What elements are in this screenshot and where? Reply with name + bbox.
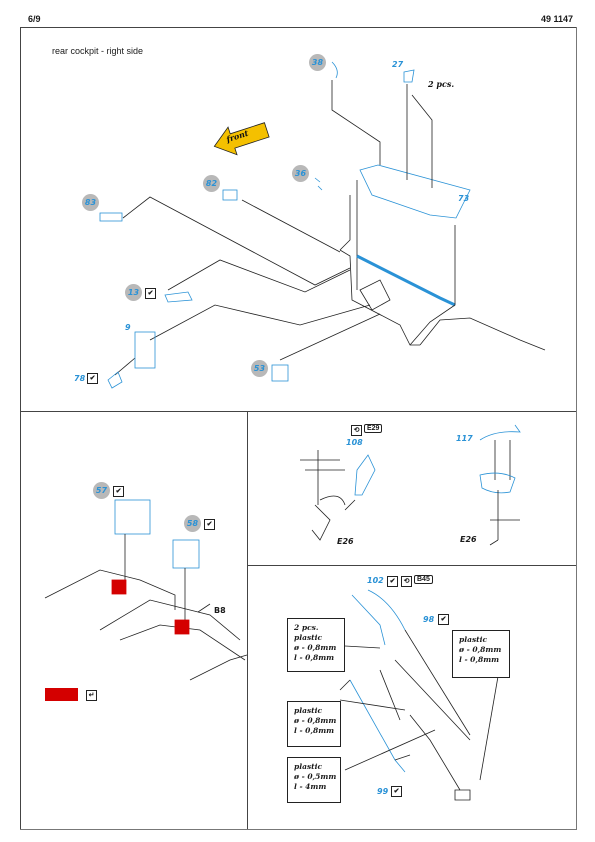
page-number: 6/9 bbox=[28, 14, 41, 24]
note-line: ø - 0,8mm bbox=[294, 643, 337, 652]
part-number-27: 27 bbox=[392, 60, 404, 69]
label-e26-right: E26 bbox=[460, 535, 477, 544]
glue-check-icon: ✔ bbox=[87, 373, 98, 384]
note-plastic-4: plastic ø - 0,5mm l - 4mm bbox=[287, 757, 341, 803]
bend-icon: ⟲ bbox=[401, 576, 412, 587]
note-line: l - 0,8mm bbox=[294, 726, 335, 735]
glue-check-icon: ✔ bbox=[387, 576, 398, 587]
ref-e29: E29 bbox=[364, 424, 383, 433]
glue-check-icon: ✔ bbox=[113, 486, 124, 497]
left-divider bbox=[20, 27, 21, 829]
note-line: l - 0,8mm bbox=[294, 653, 335, 662]
part-number-99: 99 bbox=[377, 787, 389, 796]
column-divider bbox=[247, 411, 248, 829]
part-badge-38: 38 bbox=[309, 54, 326, 71]
callout-label-b8: B8 bbox=[214, 606, 226, 615]
top-divider bbox=[20, 27, 576, 28]
note-plastic-1: 2 pcs. plastic ø - 0,8mm l - 0,8mm bbox=[287, 618, 345, 672]
part-badge-58: 58 bbox=[184, 515, 201, 532]
part-number-108: 108 bbox=[346, 438, 363, 447]
bend-icon: ⟲ bbox=[351, 425, 362, 436]
part-badge-53: 53 bbox=[251, 360, 268, 377]
page-frame bbox=[20, 27, 577, 830]
note-line: 2 pcs. bbox=[294, 623, 319, 632]
part-number-98: 98 bbox=[423, 615, 435, 624]
paint-color-swatch bbox=[45, 688, 78, 701]
note-line: ø - 0,8mm bbox=[459, 645, 502, 654]
ref-b45: B45 bbox=[414, 575, 433, 584]
note-line: plastic bbox=[294, 762, 323, 771]
part-number-78: 78 bbox=[74, 374, 86, 383]
part-badge-83: 83 bbox=[82, 194, 99, 211]
note-line: ø - 0,5mm bbox=[294, 772, 337, 781]
right-section-divider bbox=[247, 565, 576, 566]
part-badge-13: 13 bbox=[125, 284, 142, 301]
pieces-note: 2 pcs. bbox=[428, 79, 455, 89]
part-number-9: 9 bbox=[125, 323, 131, 332]
glue-check-icon: ✔ bbox=[145, 288, 156, 299]
kit-code: 49 1147 bbox=[540, 14, 573, 24]
label-e26-left: E26 bbox=[337, 537, 354, 546]
glue-check-icon: ✔ bbox=[204, 519, 215, 530]
part-number-102: 102 bbox=[367, 576, 384, 585]
paint-legend-icon: ↵ bbox=[86, 690, 97, 701]
section-subtitle: rear cockpit - right side bbox=[52, 46, 144, 56]
section-divider bbox=[20, 411, 576, 412]
part-badge-36: 36 bbox=[292, 165, 309, 182]
part-number-73: 73 bbox=[458, 194, 470, 203]
note-line: ø - 0,8mm bbox=[294, 716, 337, 725]
note-line: plastic bbox=[459, 635, 488, 644]
note-plastic-3: plastic ø - 0,8mm l - 0,8mm bbox=[287, 701, 341, 747]
note-line: l - 4mm bbox=[294, 782, 327, 791]
part-badge-82: 82 bbox=[203, 175, 220, 192]
note-plastic-2: plastic ø - 0,8mm l - 0,8mm bbox=[452, 630, 510, 678]
note-line: plastic bbox=[294, 706, 323, 715]
note-line: l - 0,8mm bbox=[459, 655, 500, 664]
part-badge-57: 57 bbox=[93, 482, 110, 499]
part-number-117: 117 bbox=[456, 434, 473, 443]
note-line: plastic bbox=[294, 633, 323, 642]
glue-check-icon: ✔ bbox=[438, 614, 449, 625]
glue-check-icon: ✔ bbox=[391, 786, 402, 797]
